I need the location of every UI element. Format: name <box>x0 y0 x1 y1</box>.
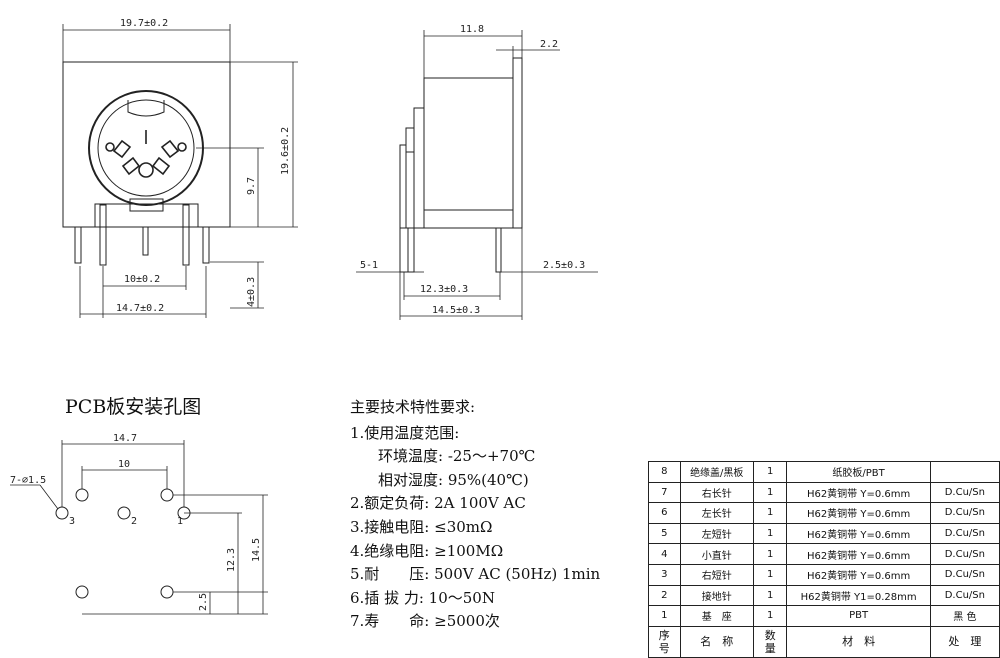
table-cell-material: H62黄铜带 Y1=0.28mm <box>786 584 931 607</box>
table-cell-qty: 1 <box>753 522 788 545</box>
front-view-dimension-lines <box>62 24 298 318</box>
table-cell-no: 1 <box>648 605 681 627</box>
table-cell-name: 右短针 <box>679 563 755 586</box>
table-cell-material: 纸胶板/PBT <box>786 461 931 483</box>
spec-line: 2.额定负荷: 2A 100V AC <box>350 494 526 513</box>
table-cell-material: H62黄铜带 Y=0.6mm <box>786 543 931 565</box>
table-cell-no: 7 <box>648 481 681 504</box>
table-cell-name: 接地针 <box>679 584 755 607</box>
table-cell-no: 3 <box>648 563 681 586</box>
table-cell-qty: 1 <box>753 605 788 627</box>
table-cell-qty: 1 <box>753 584 788 607</box>
table-header-material: 材 料 <box>786 625 931 658</box>
spec-line: 7.寿 命: ≥5000次 <box>350 612 500 631</box>
table-header-qty: 数 量 <box>753 625 788 658</box>
pcb-pin-label-3: 3 <box>69 516 75 527</box>
pcb-dimension-lines <box>10 440 268 615</box>
table-header-name: 名 称 <box>679 625 755 658</box>
side-tab-dim: 2.5±0.3 <box>543 260 585 271</box>
table-header-finish: 处 理 <box>929 625 1000 658</box>
table-cell-qty: 1 <box>753 502 788 524</box>
side-view-dimension-lines <box>356 30 598 320</box>
pcb-mid-dim: 12.3 <box>226 548 237 572</box>
table-cell-name: 绝缘盖/黑板 <box>679 461 755 483</box>
side-view-outline <box>399 57 523 273</box>
spec-line: 相对湿度: 95%(40℃) <box>378 470 529 489</box>
pcb-offset-dim: 2.5 <box>198 593 209 611</box>
table-cell-no: 6 <box>648 502 681 524</box>
front-width-dim: 19.7±0.2 <box>120 18 168 29</box>
table-cell-no: 4 <box>648 543 681 565</box>
spec-line: 环境温度: -25～+70℃ <box>378 447 536 466</box>
table-cell-material: H62黄铜带 Y=0.6mm <box>786 502 931 524</box>
front-pin-span-dim: 14.7±0.2 <box>116 303 164 314</box>
table-header-row: 序 号名 称数 量材 料处 理 <box>648 625 1000 658</box>
front-center-dim: 9.7 <box>246 177 257 195</box>
spec-line: 3.接触电阻: ≤30mΩ <box>350 517 493 536</box>
table-cell-finish: D.Cu/Sn <box>929 481 1000 504</box>
front-pin-length-dim: 4±0.3 <box>246 277 257 307</box>
side-pin-offset-dim: 12.3±0.3 <box>420 284 468 295</box>
table-cell-finish: D.Cu/Sn <box>929 522 1000 545</box>
spec-line: 1.使用温度范围: <box>350 423 460 442</box>
table-cell-material: H62黄铜带 Y=0.6mm <box>786 481 931 504</box>
pcb-title: PCB板安装孔图 <box>65 396 202 418</box>
side-depth-dim: 11.8 <box>460 24 484 35</box>
table-cell-finish: D.Cu/Sn <box>929 543 1000 565</box>
side-pin-thickness-dim: 5-1 <box>360 260 378 271</box>
table-cell-finish: D.Cu/Sn <box>929 584 1000 607</box>
table-cell-qty: 1 <box>753 461 788 483</box>
table-cell-name: 基 座 <box>679 605 755 627</box>
table-cell-name: 左短针 <box>679 522 755 545</box>
table-cell-no: 8 <box>648 461 681 483</box>
table-cell-finish: 黑 色 <box>929 605 1000 627</box>
table-cell-name: 小直针 <box>679 543 755 565</box>
table-cell-qty: 1 <box>753 481 788 504</box>
table-cell-name: 右长针 <box>679 481 755 504</box>
pcb-pin-label-1: 1 <box>177 516 183 527</box>
spec-line: 4.绝缘电阻: ≥100MΩ <box>350 541 504 560</box>
pcb-hole-pattern <box>55 488 191 599</box>
front-height-dim: 19.6±0.2 <box>280 127 291 175</box>
pcb-inner-dim: 10 <box>118 459 130 470</box>
front-view-outline <box>62 61 231 266</box>
front-pin-spacing-dim: 10±0.2 <box>124 274 160 285</box>
pcb-height-dim: 14.5 <box>251 538 262 562</box>
pcb-width-dim: 14.7 <box>113 433 137 444</box>
table-cell-material: PBT <box>786 605 931 627</box>
side-overall-dim: 14.5±0.3 <box>432 305 480 316</box>
table-cell-no: 5 <box>648 522 681 545</box>
table-header-no: 序 号 <box>648 625 681 658</box>
table-cell-name: 左长针 <box>679 502 755 524</box>
table-cell-finish: D.Cu/Sn <box>929 563 1000 586</box>
table-cell-material: H62黄铜带 Y=0.6mm <box>786 522 931 545</box>
table-cell-qty: 1 <box>753 543 788 565</box>
table-cell-finish <box>929 461 1000 483</box>
pcb-pin-label-2: 2 <box>131 516 137 527</box>
table-cell-qty: 1 <box>753 563 788 586</box>
table-cell-material: H62黄铜带 Y=0.6mm <box>786 563 931 586</box>
table-cell-no: 2 <box>648 584 681 607</box>
spec-line: 6.插 拔 力: 10～50N <box>350 588 495 607</box>
spec-heading: 主要技术特性要求: <box>350 398 476 416</box>
spec-line: 5.耐 压: 500V AC (50Hz) 1min <box>350 565 601 584</box>
spec-list: 主要技术特性要求: 1.使用温度范围: 环境温度: -25～+70℃ 相对湿度:… <box>350 396 600 634</box>
side-flange-dim: 2.2 <box>540 39 558 50</box>
pcb-hole-dim: 7-⌀1.5 <box>10 475 46 486</box>
table-cell-finish: D.Cu/Sn <box>929 502 1000 524</box>
